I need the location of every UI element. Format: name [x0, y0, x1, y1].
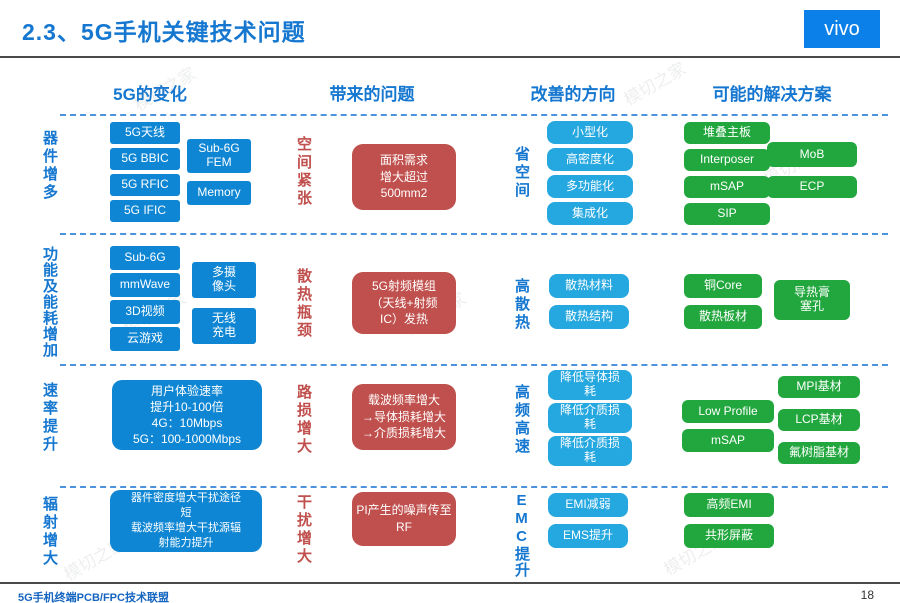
- row-divider: [60, 486, 888, 488]
- change-big-box: 器件密度增大干扰途径 短 载波频率增大干扰源辐 射能力提升: [110, 490, 262, 552]
- box-item: 云游戏: [110, 327, 180, 351]
- box-item: 散热结构: [549, 305, 629, 329]
- watermark: 模切之家: [620, 59, 690, 110]
- box-item: MPI基材: [778, 376, 860, 398]
- footer-deck-title: 5G手机终端PCB/FPC技术联盟: [18, 592, 169, 603]
- problem-box: 载波频率增大 →导体损耗增大 →介质损耗增大: [352, 384, 456, 450]
- box-item: Sub-6G FEM: [187, 139, 251, 173]
- box-item: mmWave: [110, 273, 180, 297]
- box-item: 多摄 像头: [192, 262, 256, 298]
- box-item: 5G BBIC: [110, 148, 180, 170]
- solutions-column-1: Low Profile mSAP: [682, 400, 774, 452]
- solutions-column-2: MoB ECP: [767, 142, 857, 198]
- problem-label-space: 空间紧张: [295, 136, 312, 208]
- solutions-column-2: 导热膏 塞孔: [774, 280, 850, 320]
- direction-label-save-space: 省空间: [513, 146, 530, 200]
- changes-column-2: Sub-6G FEM Memory: [187, 139, 251, 205]
- directions-column: 散热材料 散热结构: [549, 274, 629, 329]
- problem-label-interference: 干扰增大: [295, 494, 312, 566]
- row-divider: [60, 233, 888, 235]
- box-item: 降低介质损 耗: [548, 403, 632, 433]
- directions-column: 降低导体损 耗 降低介质损 耗 降低介质损 耗: [548, 370, 632, 466]
- page-number: 18: [860, 588, 874, 602]
- box-item: LCP基材: [778, 409, 860, 431]
- vivo-logo-text: vivo: [824, 17, 860, 40]
- box-item: 集成化: [547, 202, 633, 225]
- solutions-column-1: 堆叠主板 Interposer mSAP SIP: [684, 122, 770, 225]
- box-item: 多功能化: [547, 175, 633, 198]
- box-item: 5G天线: [110, 122, 180, 144]
- problem-box: PI产生的噪声传至 RF: [352, 492, 456, 546]
- direction-label-emc: EMC提升: [513, 492, 530, 578]
- box-item: 堆叠主板: [684, 122, 770, 144]
- row-label-more-devices: 器件增多: [41, 130, 58, 202]
- changes-column-1: Sub-6G mmWave 3D视频 云游戏: [110, 246, 180, 351]
- solutions-column-1: 铜Core 散热板材: [684, 274, 762, 329]
- box-item: Low Profile: [682, 400, 774, 423]
- box-item: Interposer: [684, 149, 770, 171]
- box-item: 散热材料: [549, 274, 629, 298]
- box-item: 3D视频: [110, 300, 180, 324]
- box-item: 5G IFIC: [110, 200, 180, 222]
- changes-column-2: 多摄 像头 无线 充电: [192, 262, 256, 344]
- box-item: 高频EMI: [684, 493, 774, 517]
- changes-column-1: 5G天线 5G BBIC 5G RFIC 5G IFIC: [110, 122, 180, 222]
- box-item: SIP: [684, 203, 770, 225]
- solutions-column-1: 高频EMI 共形屏蔽: [684, 493, 774, 548]
- column-header-directions: 改善的方向: [530, 85, 616, 104]
- box-item: 高密度化: [547, 148, 633, 171]
- box-item: Sub-6G: [110, 246, 180, 270]
- box-item: 共形屏蔽: [684, 524, 774, 548]
- problem-box: 5G射频模组 （天线+射频 IC）发热: [352, 272, 456, 334]
- directions-column: EMI减弱 EMS提升: [548, 493, 628, 548]
- change-big-box: 用户体验速率 提升10-100倍 4G：10Mbps 5G：100-1000Mb…: [112, 380, 262, 450]
- box-item: 铜Core: [684, 274, 762, 298]
- direction-label-heat-dissipation: 高散热: [513, 278, 530, 332]
- directions-column: 小型化 高密度化 多功能化 集成化: [547, 121, 633, 225]
- box-item: 降低导体损 耗: [548, 370, 632, 400]
- box-item: 降低介质损 耗: [548, 436, 632, 466]
- title-divider: [0, 56, 900, 58]
- box-item: 5G RFIC: [110, 174, 180, 196]
- box-item: EMS提升: [548, 524, 628, 548]
- page-title: 2.3、5G手机关键技术问题: [22, 19, 306, 45]
- box-item: 氟树脂基材: [778, 442, 860, 464]
- box-item: EMI减弱: [548, 493, 628, 517]
- problem-label-heat: 散热瓶颈: [295, 268, 312, 340]
- box-item: mSAP: [682, 429, 774, 452]
- column-header-changes: 5G的变化: [113, 85, 187, 104]
- box-item: MoB: [767, 142, 857, 167]
- problem-label-path-loss: 路损增大: [295, 384, 312, 456]
- row-divider: [60, 114, 888, 116]
- box-item: 导热膏 塞孔: [774, 280, 850, 320]
- box-item: Memory: [187, 181, 251, 205]
- box-item: mSAP: [684, 176, 770, 198]
- vivo-logo: vivo: [804, 10, 880, 48]
- column-header-problems: 带来的问题: [329, 85, 415, 104]
- footer-divider: [0, 582, 900, 584]
- box-item: 无线 充电: [192, 308, 256, 344]
- row-label-speed-up: 速率提升: [41, 382, 58, 454]
- direction-label-high-freq-speed: 高频高速: [513, 384, 530, 456]
- row-divider: [60, 364, 888, 366]
- box-item: ECP: [767, 176, 857, 198]
- box-item: 散热板材: [684, 305, 762, 329]
- row-label-function-power: 功能及能耗增加: [41, 246, 58, 358]
- column-header-solutions: 可能的解决方案: [712, 85, 832, 104]
- problem-box: 面积需求 增大超过 500mm2: [352, 144, 456, 210]
- solutions-column-2: MPI基材 LCP基材 氟树脂基材: [778, 376, 860, 464]
- row-label-radiation: 辐射增大: [41, 496, 58, 568]
- box-item: 小型化: [547, 121, 633, 144]
